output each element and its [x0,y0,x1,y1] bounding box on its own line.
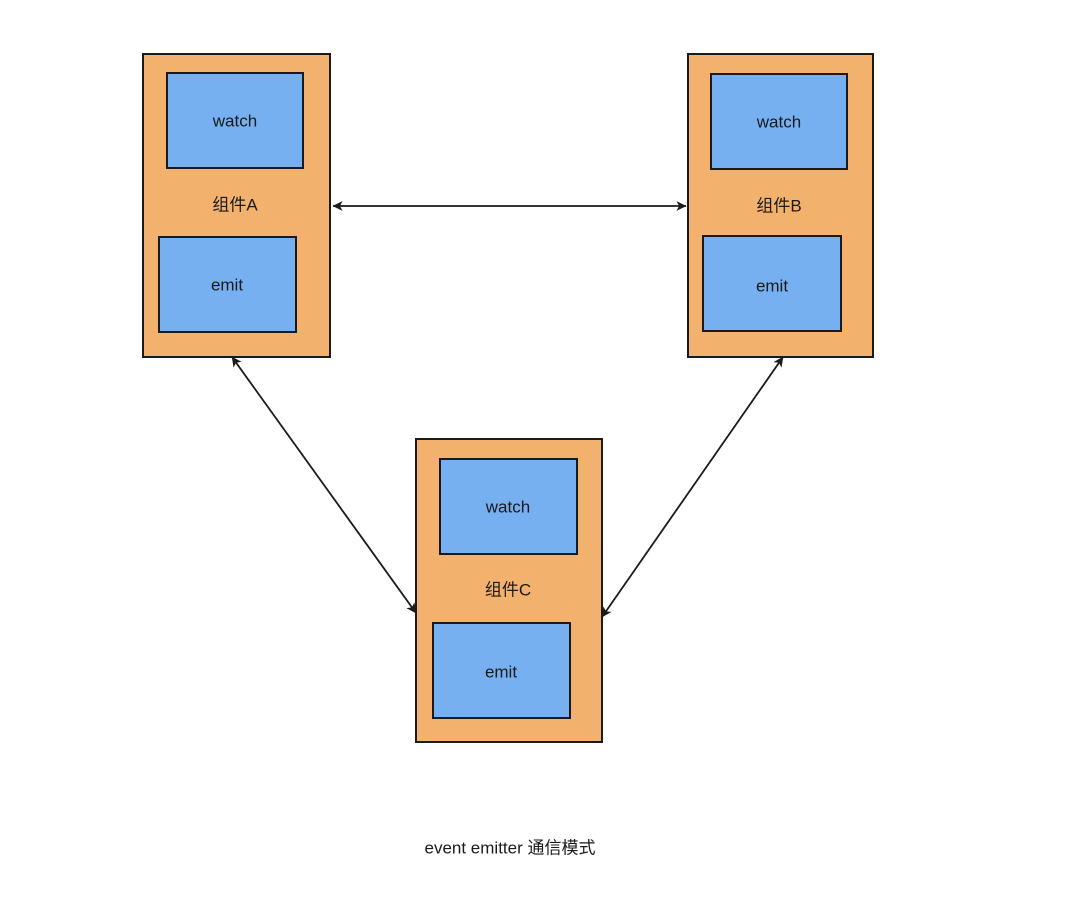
component-c-emit-rect[interactable] [432,622,571,719]
component-a-watch-box[interactable]: watch [166,72,304,169]
component-b-watch-box[interactable]: watch [710,73,848,170]
component-c-watch-rect[interactable] [439,458,578,555]
connector-b-c[interactable] [601,356,784,618]
component-b-emit-label: emit [756,276,788,295]
component-a[interactable]: watch 组件A emit [142,53,331,358]
component-c-emit-label: emit [485,662,517,681]
component-a-emit-rect[interactable] [158,236,297,333]
component-b[interactable]: watch 组件B emit [687,53,874,358]
component-a-watch-rect[interactable] [166,72,304,169]
component-b-watch-label: watch [756,112,801,131]
connector-group [231,201,784,618]
component-a-watch-label: watch [212,111,257,130]
component-c-emit-box[interactable]: emit [432,622,571,719]
component-b-label: 组件B [756,196,801,215]
component-c-label: 组件C [485,580,531,599]
figure-caption: event emitter 通信模式 [425,838,596,857]
component-a-emit-box[interactable]: emit [158,236,297,333]
component-c[interactable]: watch 组件C emit [415,438,603,743]
component-c-watch-label: watch [485,497,530,516]
connector-a-c[interactable] [231,356,417,614]
component-c-watch-box[interactable]: watch [439,458,578,555]
component-b-emit-rect[interactable] [702,235,842,332]
component-a-emit-label: emit [211,275,243,294]
component-a-label: 组件A [212,195,258,214]
component-b-emit-box[interactable]: emit [702,235,842,332]
component-b-watch-rect[interactable] [710,73,848,170]
